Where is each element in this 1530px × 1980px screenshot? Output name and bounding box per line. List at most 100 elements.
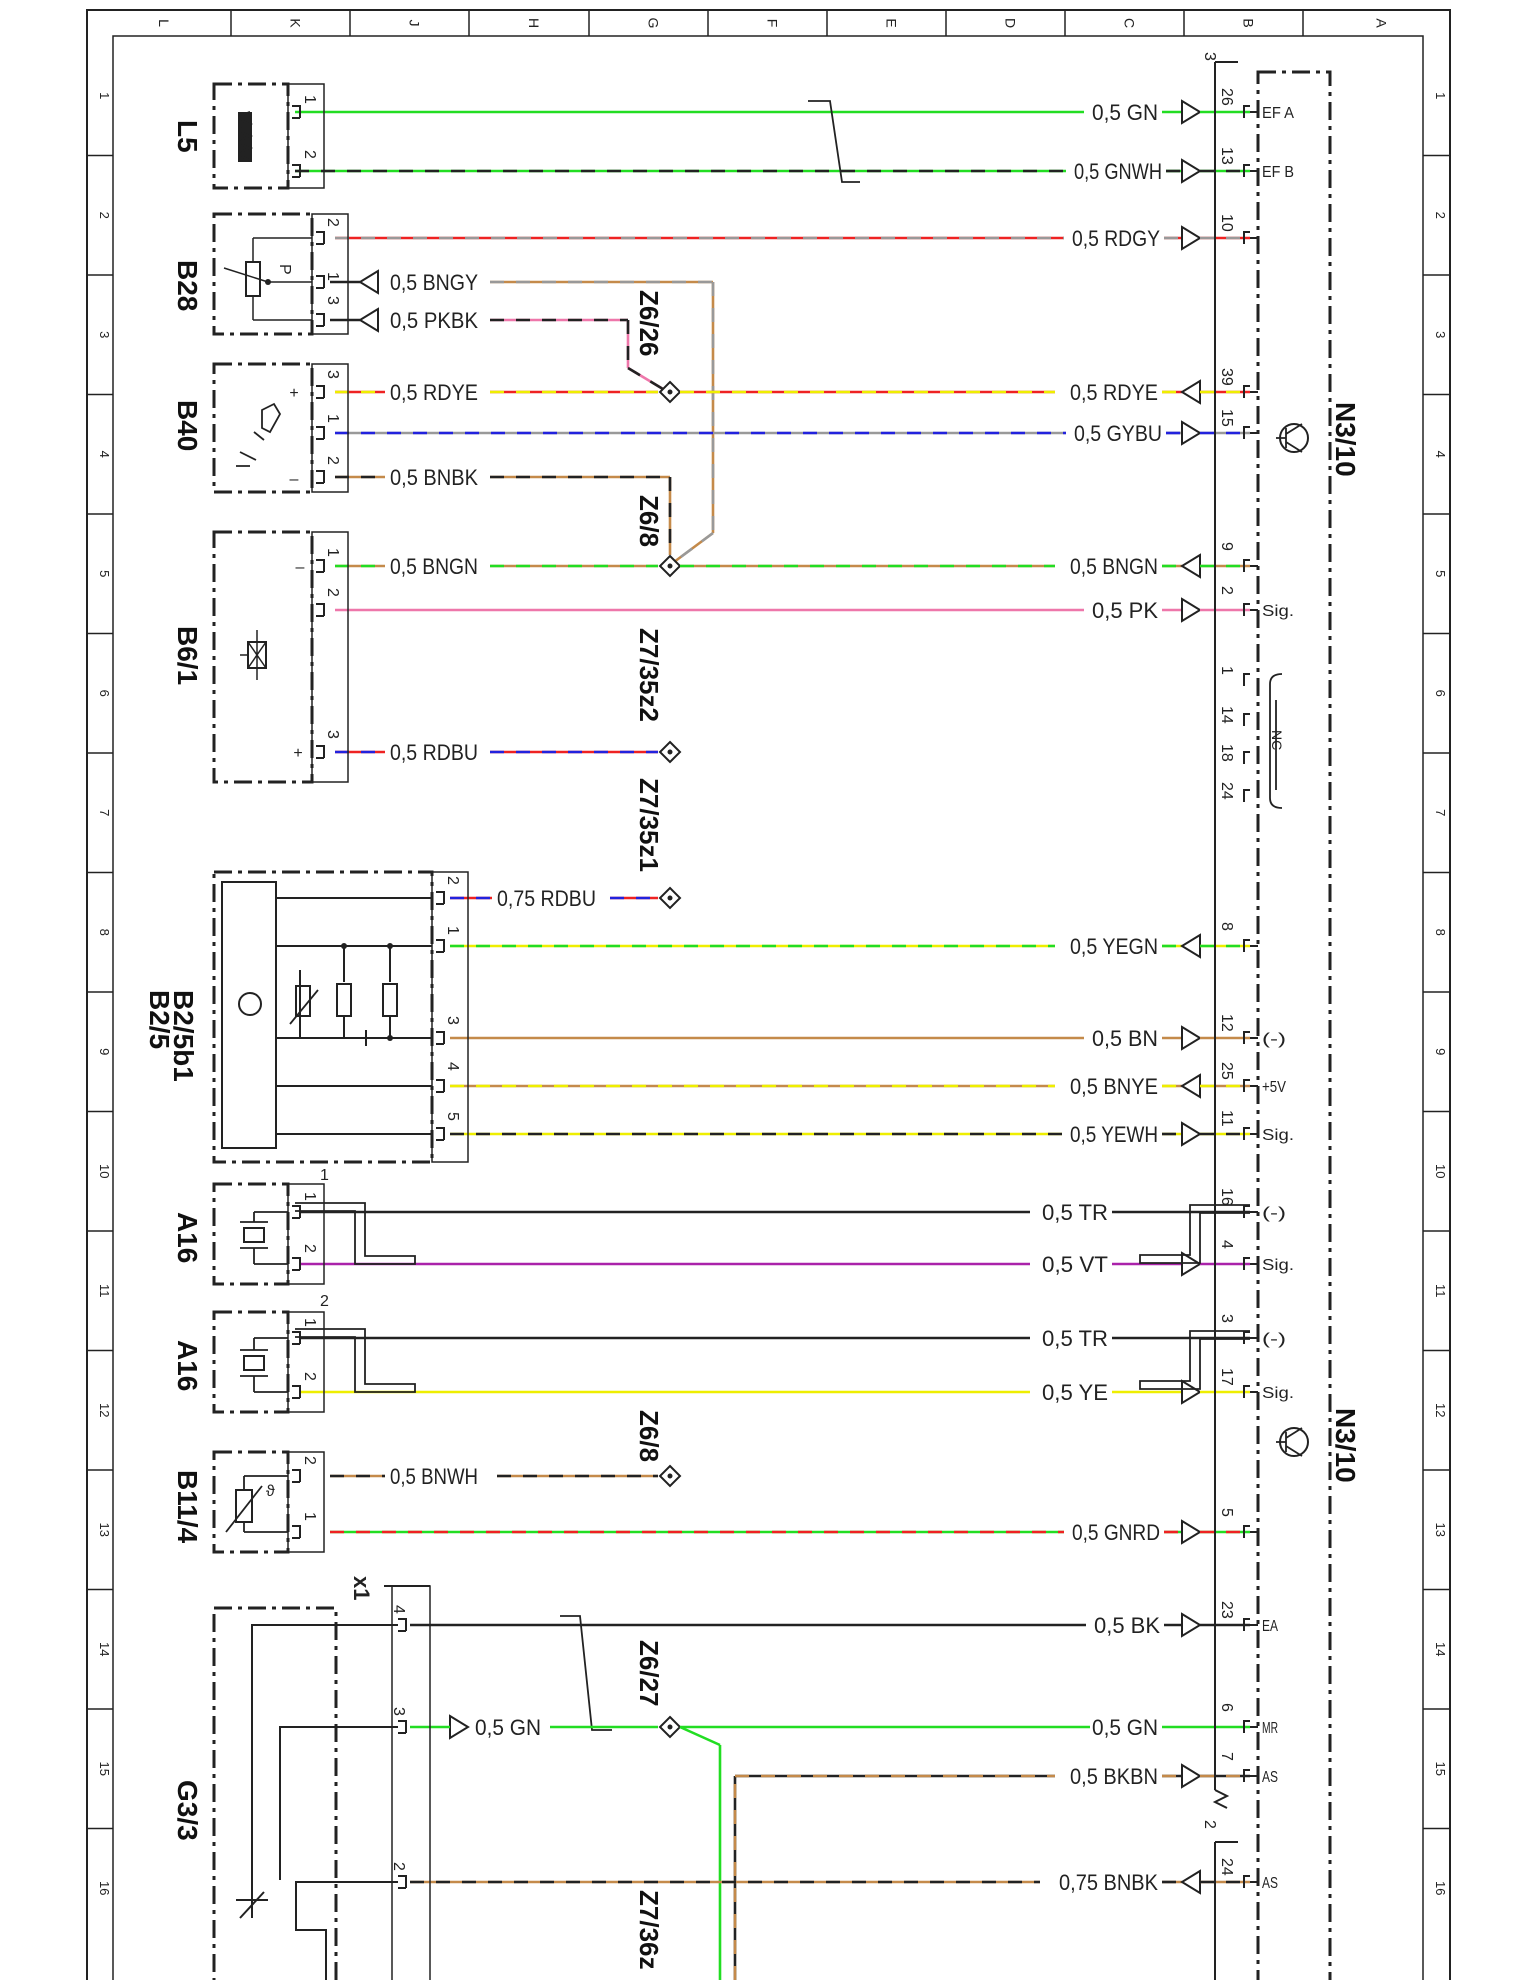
- controller-pin-terminal: [1243, 231, 1258, 244]
- pin-terminal: [316, 470, 325, 484]
- row-number-left: 8: [97, 929, 112, 936]
- controller-pin-terminal: [1243, 1385, 1258, 1398]
- connector-block: [311, 363, 349, 493]
- nc-pin-terminal: [1243, 751, 1250, 764]
- connector-arrow: [1181, 597, 1202, 623]
- component-label: B2/5: [144, 990, 175, 1049]
- wire-label: 0,5 BNYE: [1070, 1074, 1158, 1099]
- pin-number: 2: [301, 150, 318, 159]
- pin-number: 1: [444, 926, 461, 935]
- row-number-right: 5: [1433, 570, 1448, 577]
- pin-terminal: [436, 1127, 445, 1141]
- column-letter: L: [156, 19, 172, 27]
- connector-arrow: [358, 307, 379, 333]
- column-letter: B: [1241, 18, 1257, 27]
- nc-pin-number: 24: [1218, 782, 1235, 800]
- component-housing: [212, 212, 314, 336]
- resistor-network: [299, 946, 391, 1039]
- row-number-left: 10: [97, 1164, 112, 1178]
- splice-dot: [667, 1473, 673, 1479]
- row-number-right: 11: [1433, 1284, 1448, 1298]
- pin-number: 1: [324, 414, 341, 423]
- connector-arrow: [1181, 1379, 1202, 1405]
- nc-pin-terminal: [1243, 713, 1250, 726]
- controller-pin-number: 16: [1218, 1188, 1235, 1206]
- pin-number: 3: [324, 370, 341, 379]
- polarity-minus: –: [290, 471, 299, 488]
- connector-arrow: [449, 1714, 470, 1740]
- controller-pin-number: 12: [1218, 1014, 1235, 1032]
- pin-terminal: [292, 1385, 301, 1399]
- o2-sensor-leads: [251, 1624, 398, 1980]
- nc-bracket: [1269, 673, 1283, 809]
- temperature-symbol: ϑ: [266, 1483, 275, 1500]
- shield-break-mark: [808, 100, 860, 183]
- wires-layer: [295, 99, 1250, 1980]
- splice-label: Z7/35z2: [634, 628, 664, 722]
- pin-number: 2: [324, 218, 341, 227]
- polarity-plus: +: [289, 385, 298, 402]
- plug-number: 1: [320, 1167, 329, 1184]
- component-housing: [212, 1182, 290, 1286]
- controller-label: N3/10: [1330, 1408, 1361, 1483]
- controller-signal-name: EF A: [1262, 105, 1294, 122]
- row-number-right: 7: [1433, 809, 1448, 816]
- connector-block: [287, 1183, 325, 1285]
- controller-pin-number: 24: [1218, 1858, 1235, 1876]
- outer-border: [86, 9, 1451, 1980]
- pin-terminal: [316, 231, 325, 245]
- pin-terminal: [436, 939, 445, 953]
- wire-label: 0,5 RDYE: [390, 380, 478, 405]
- cable-shield-right: [1139, 1204, 1250, 1264]
- row-number-left: 9: [97, 1048, 112, 1055]
- cable-shield-right: [1139, 1330, 1250, 1390]
- cable-shield-left: [295, 1328, 416, 1393]
- pin-number: 2: [324, 588, 341, 597]
- component-label: B28: [172, 260, 203, 311]
- pin-number: 4: [390, 1605, 407, 1614]
- splice-label: Z6/26: [634, 290, 664, 357]
- connector-arrow: [1181, 99, 1202, 125]
- pin-terminal: [436, 891, 445, 905]
- connector-arrow: [358, 269, 379, 295]
- pin-number: 1: [301, 1318, 318, 1327]
- row-number-right: 14: [1433, 1642, 1448, 1656]
- row-number-right: 8: [1433, 929, 1448, 936]
- pin-number: 1: [301, 1192, 318, 1201]
- components-layer: 12L5213PB28312+–B40123–+B6/121345B2/5B2/…: [144, 82, 469, 1980]
- wire-label: 0,5 GNRD: [1072, 1520, 1160, 1545]
- controller-pin-number: 4: [1218, 1240, 1235, 1249]
- wire-label: 0,5 VT: [1042, 1252, 1108, 1277]
- plug-number-bottom: 2: [1201, 1820, 1218, 1829]
- row-number-right: 13: [1433, 1523, 1448, 1537]
- controller-signal-name: (-): [1262, 1205, 1286, 1222]
- component-label: B2/5b1: [168, 990, 199, 1082]
- component-housing: [212, 870, 434, 1164]
- shield-break-mark: [560, 1615, 612, 1731]
- connector-block: [311, 531, 349, 783]
- column-letter: G: [646, 18, 662, 29]
- knock-sensor-leads: [240, 1211, 288, 1265]
- row-number-left: 15: [97, 1762, 112, 1776]
- controller-pin-terminal: [1243, 1205, 1258, 1218]
- resistor-2: [382, 983, 398, 1017]
- controller-pin-terminal: [1243, 1079, 1258, 1092]
- component-label: A16: [172, 1340, 203, 1391]
- row-number-left: 14: [97, 1642, 112, 1656]
- coolant-temp-leads: [225, 1475, 288, 1533]
- wire-label: 0,5 YE: [1042, 1380, 1108, 1405]
- connector-arrow: [1181, 1025, 1202, 1051]
- row-number-right: 1: [1433, 92, 1448, 99]
- polarity-plus: +: [293, 745, 302, 762]
- pin-number: 5: [444, 1112, 461, 1121]
- controller-pin-terminal: [1243, 1618, 1258, 1631]
- connector-x1-block: [391, 1585, 431, 1980]
- pin-terminal: [316, 426, 325, 440]
- control-unit-transistor: [1276, 423, 1303, 453]
- wire-stripe-color: [627, 366, 669, 394]
- hall-sensor-cross: [240, 630, 267, 680]
- connector-arrow: [1181, 158, 1202, 184]
- wire-label: 0,75 BNBK: [1059, 1870, 1158, 1895]
